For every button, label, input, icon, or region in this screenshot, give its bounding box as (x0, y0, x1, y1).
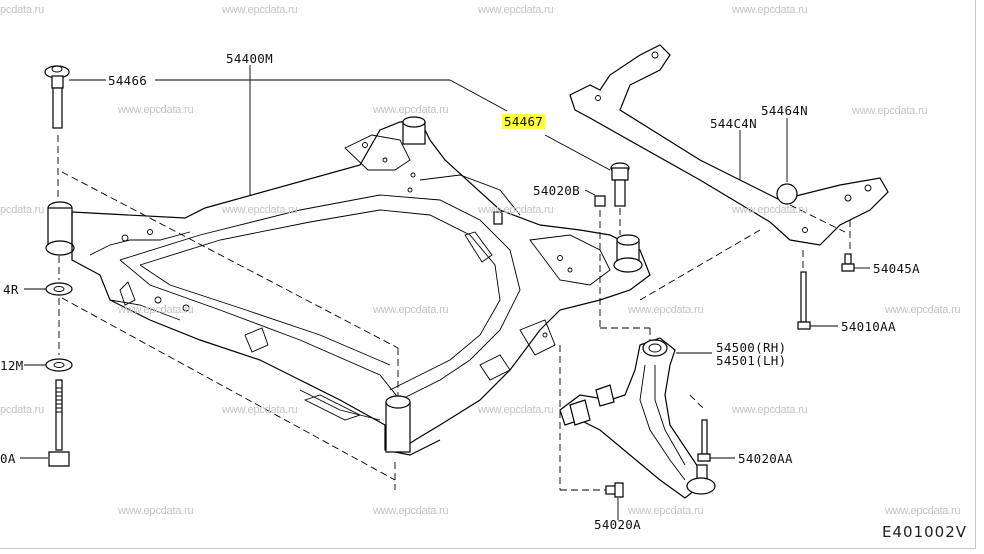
part-label-54500-rh[interactable]: 54500(RH) (716, 340, 787, 355)
part-label-54467-highlighted[interactable]: 54467 (502, 114, 546, 129)
bolt-54020AA-drawing (697, 419, 711, 462)
watermark: www.epcdata.ru (478, 4, 554, 16)
part-label-54020AA[interactable]: 54020AA (738, 451, 793, 466)
watermark: www.epcdata.ru (118, 505, 194, 517)
watermark: www.epcdata.ru (118, 104, 194, 116)
member-stay-544C4N-drawing (569, 44, 889, 246)
watermark: www.epcdata.ru (478, 204, 554, 216)
watermark: pcdata.ru (0, 4, 45, 16)
watermark: www.epcdata.ru (885, 304, 961, 316)
bolt-54467-drawing (610, 162, 630, 207)
part-label-54010AA[interactable]: 54010AA (841, 319, 896, 334)
part-label-54400M[interactable]: 54400M (226, 51, 273, 66)
bolt-54466-drawing (44, 65, 70, 129)
part-label-54020A[interactable]: 54020A (594, 517, 641, 532)
left-mount-drawing (45, 201, 75, 467)
watermark: www.epcdata.ru (852, 105, 928, 117)
diagram-code: E401002V (882, 523, 967, 541)
frame-right-border (975, 0, 976, 548)
part-label-54501-lh[interactable]: 54501(LH) (716, 353, 787, 368)
part-label-partial-0A[interactable]: 0A (0, 451, 16, 466)
frame-bottom-border (0, 548, 976, 549)
watermark: www.epcdata.ru (628, 304, 704, 316)
bolt-54020A-drawing (605, 482, 624, 498)
watermark: www.epcdata.ru (732, 404, 808, 416)
bolt-54010AA-drawing (797, 271, 811, 330)
watermark: www.epcdata.ru (373, 505, 449, 517)
watermark: www.epcdata.ru (628, 505, 704, 517)
part-label-54020B[interactable]: 54020B (533, 183, 580, 198)
watermark: www.epcdata.ru (732, 4, 808, 16)
watermark: www.epcdata.ru (732, 204, 808, 216)
part-label-partial-4R[interactable]: 4R (3, 282, 19, 297)
watermark: www.epcdata.ru (222, 404, 298, 416)
watermark: www.epcdata.ru (222, 204, 298, 216)
watermark: www.epcdata.ru (478, 404, 554, 416)
watermark: www.epcdata.ru (373, 304, 449, 316)
part-label-54045A[interactable]: 54045A (873, 261, 920, 276)
lower-arm-drawing (559, 337, 716, 499)
watermark: pcdata.ru (0, 404, 45, 416)
watermark: www.epcdata.ru (118, 304, 194, 316)
bolt-54045A-drawing (841, 253, 855, 272)
watermark: pcdata.ru (0, 204, 45, 216)
part-label-54466[interactable]: 54466 (108, 73, 148, 88)
part-label-partial-12M[interactable]: 12M (0, 358, 24, 373)
subframe-54400M-drawing (71, 116, 651, 456)
watermark: www.epcdata.ru (885, 505, 961, 517)
watermark: www.epcdata.ru (222, 4, 298, 16)
part-label-544C4N[interactable]: 544C4N (710, 116, 757, 131)
part-label-54464N[interactable]: 54464N (761, 103, 808, 118)
watermark: www.epcdata.ru (373, 104, 449, 116)
